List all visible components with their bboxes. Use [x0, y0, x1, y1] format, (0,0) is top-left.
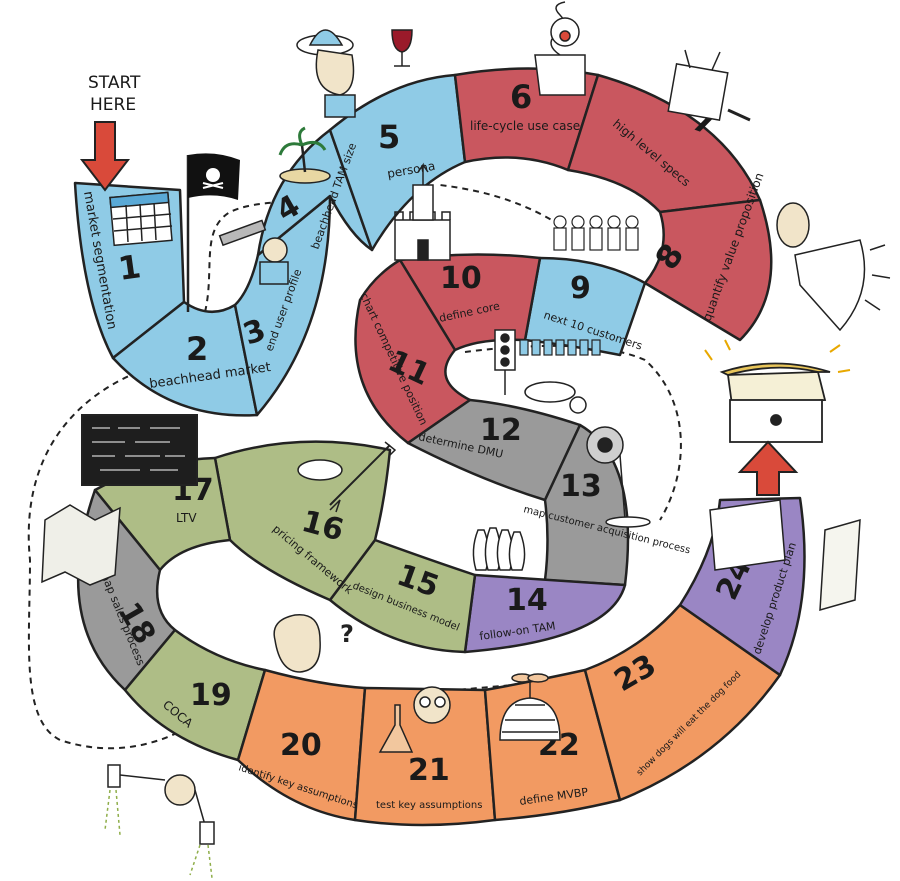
step-23-tile	[583, 603, 782, 802]
robot-icon	[667, 49, 751, 122]
step-2-tile	[111, 300, 259, 417]
step-number: 1	[116, 247, 143, 288]
step-15-tile	[328, 538, 477, 654]
island-icon	[278, 126, 331, 184]
step-number: 10	[440, 261, 482, 296]
start-arrow-icon	[79, 121, 131, 192]
step-number: 2	[186, 330, 208, 368]
bowling-pins-icon	[472, 527, 526, 571]
tourist-icon	[296, 29, 356, 118]
start-here: START HERE	[88, 73, 141, 115]
jack-in-the-box-icon	[534, 1, 586, 96]
step-21: 21 test key assumptions	[376, 753, 482, 811]
step-label: test key assumptions	[376, 800, 482, 811]
step-3-tile	[233, 194, 332, 417]
step-16-tile	[213, 440, 392, 602]
sleeping-figure-icon	[524, 381, 587, 414]
step-14-tile	[463, 573, 627, 654]
traffic-light-icon	[494, 329, 516, 395]
svg-text:START: START	[88, 73, 141, 93]
step-number: 5	[378, 118, 400, 156]
step-7-tile	[566, 73, 762, 214]
step-number: 14	[506, 583, 548, 618]
svg-text:?: ?	[340, 620, 354, 648]
step-number: 13	[560, 469, 602, 504]
up-arrow-icon	[737, 440, 799, 496]
step-8-tile	[643, 198, 773, 342]
step-11-tile	[354, 258, 472, 445]
chalkboard-icon	[81, 414, 198, 486]
step-number: 9	[570, 271, 591, 306]
step-number: 6	[510, 78, 532, 116]
juggler-icon	[104, 764, 215, 879]
step-number: 19	[190, 678, 232, 713]
treasure-chest-icon	[704, 339, 851, 443]
svg-text:HERE: HERE	[90, 95, 136, 115]
weighing-scale-icon	[297, 441, 397, 513]
step-number: 20	[280, 728, 322, 763]
step-label: LTV	[176, 511, 197, 525]
step-number: 21	[408, 753, 450, 788]
step-number: 12	[480, 413, 522, 448]
map-icon	[41, 504, 121, 586]
castle-icon	[394, 162, 451, 261]
blueprint-icon	[709, 499, 861, 612]
megaphone-icon	[776, 202, 891, 332]
calendar-icon	[109, 191, 173, 247]
pirate-flag-icon	[186, 153, 240, 312]
igloo-icon	[499, 673, 561, 741]
wine-glass-icon	[391, 29, 413, 67]
webcam-icon	[586, 426, 651, 528]
flask-icon	[378, 686, 451, 753]
thinker-icon: ?	[273, 613, 354, 673]
customers-icon	[519, 215, 639, 356]
telescope-icon	[218, 219, 289, 285]
step-6: 6 life-cycle use case	[470, 78, 580, 133]
step-label: life-cycle use case	[470, 119, 580, 133]
